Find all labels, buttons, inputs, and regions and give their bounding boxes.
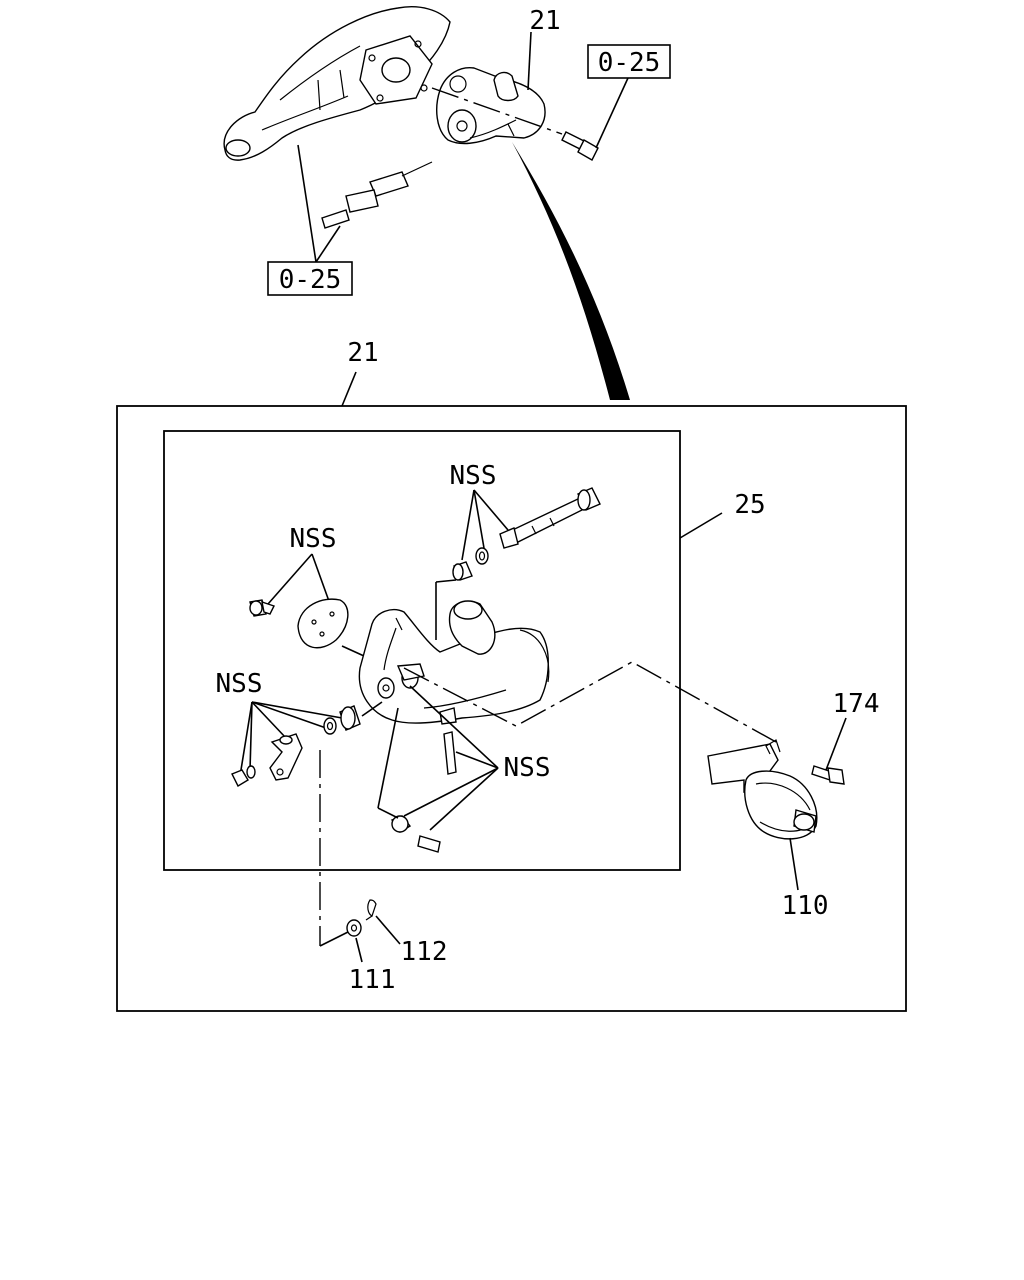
leader-manifold-stud	[297, 144, 317, 263]
callout-actuator-bolt: 174	[833, 689, 880, 719]
leader-plate-housing	[341, 645, 365, 657]
housing-nut	[390, 815, 412, 833]
shaft-bushings	[452, 547, 489, 581]
arm-nut-washer	[231, 765, 256, 787]
plate-screw	[249, 599, 275, 617]
callout-pin: 112	[401, 937, 448, 967]
actuator-bolt	[811, 765, 845, 785]
svg-text:0-25: 0-25	[279, 265, 342, 295]
ref-box-left: 0-25	[267, 261, 353, 296]
label-nss-left: NSS	[290, 524, 337, 554]
leader-assembly	[341, 371, 357, 407]
leader-pin	[375, 915, 401, 945]
assembly-frame	[116, 405, 907, 1012]
top-fasteners	[321, 131, 599, 229]
leader-nss-lr-2	[403, 767, 499, 817]
leader-nss-lr-3	[429, 767, 499, 831]
housing-body	[358, 600, 550, 725]
inner-frame	[163, 430, 681, 871]
exhaust-manifold	[223, 6, 451, 161]
leader-housing-bolt	[431, 87, 563, 135]
leader-nss-left-1	[267, 553, 313, 605]
turbine-housing	[436, 67, 546, 145]
leader-actuator	[789, 837, 799, 891]
leader-arm-housing	[361, 701, 383, 717]
callout-actuator: 110	[782, 891, 829, 921]
heat-shield-plate	[297, 598, 349, 649]
leader-nss-top-2	[473, 489, 485, 549]
washer	[346, 919, 362, 937]
leader-arm-pin-2	[319, 931, 349, 947]
leader-nss-lr-1	[455, 751, 499, 769]
leader-actuator-bolt	[825, 717, 847, 771]
leader-nss-ll-1	[251, 701, 343, 719]
leader-top-ref-right	[595, 77, 629, 149]
callout-washer: 111	[349, 965, 396, 995]
leader-inner-box	[679, 512, 723, 539]
leader-top-part	[527, 31, 532, 91]
wastegate-shaft	[499, 487, 601, 549]
label-nss-top: NSS	[450, 461, 497, 491]
leader-nss-ll-5	[249, 701, 253, 771]
leader-actuator-rod	[403, 661, 777, 743]
leader-nss-top-3	[473, 489, 509, 531]
housing-stud	[417, 731, 457, 853]
leader-nut-2	[377, 807, 399, 819]
leader-nss-left-2	[311, 553, 331, 605]
leader-washer	[355, 937, 363, 963]
leader-nut	[377, 707, 399, 809]
callout-assembly: 21	[347, 338, 378, 368]
wastegate-actuator	[707, 739, 818, 840]
leader-nss-lr-4	[409, 685, 499, 769]
leader-nss-ll-4	[239, 701, 253, 777]
callout-inner-box: 25	[734, 490, 765, 520]
ref-box-right: 0-25	[587, 44, 671, 79]
label-nss-lower-right: NSS	[504, 753, 551, 783]
svg-text:0-25: 0-25	[598, 48, 661, 78]
callout-top-part: 21	[529, 6, 560, 36]
label-nss-lower-left: NSS	[216, 669, 263, 699]
leader-nss-ll-3	[251, 701, 287, 739]
cotter-pin	[365, 899, 377, 921]
wastegate-arm	[269, 733, 303, 781]
leader-bushing-a	[435, 579, 457, 583]
leader-nss-top-1	[461, 489, 475, 561]
leader-nss-ll-2	[251, 701, 327, 729]
detail-arrow	[512, 142, 630, 400]
leader-manifold-stud-2	[315, 225, 341, 263]
wastegate-arm-bushings	[323, 705, 361, 735]
